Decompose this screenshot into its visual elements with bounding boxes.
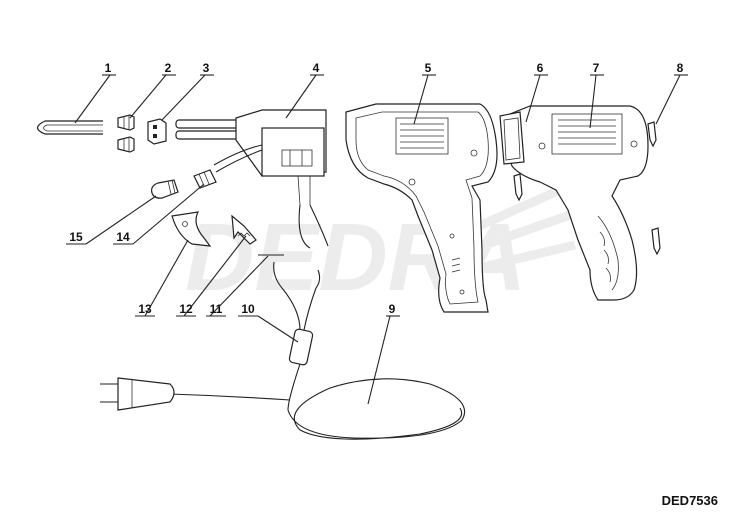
wire-lead-part bbox=[258, 254, 321, 289]
housing-right-part bbox=[499, 105, 649, 301]
label-6: 6 bbox=[537, 61, 544, 75]
label-12: 12 bbox=[179, 302, 193, 316]
label-14: 14 bbox=[116, 230, 130, 244]
label-2: 2 bbox=[165, 61, 172, 75]
screws-part bbox=[513, 121, 661, 256]
tip-clamp-part bbox=[147, 118, 167, 145]
label-4: 4 bbox=[313, 61, 320, 75]
label-7: 7 bbox=[593, 61, 600, 75]
power-cord-part bbox=[100, 287, 466, 440]
label-1: 1 bbox=[105, 61, 112, 75]
label-8: 8 bbox=[677, 61, 684, 75]
label-5: 5 bbox=[425, 61, 432, 75]
transformer-part bbox=[175, 109, 329, 249]
tip-part bbox=[36, 120, 103, 135]
switch-spring-part bbox=[231, 214, 257, 245]
watermark: DEDRA bbox=[185, 185, 577, 311]
lamp-part bbox=[151, 179, 179, 199]
label-3: 3 bbox=[203, 61, 210, 75]
model-code: DED7536 bbox=[662, 493, 718, 508]
lamp-holder-part bbox=[193, 169, 217, 189]
housing-left-part bbox=[345, 103, 498, 313]
trigger-part bbox=[171, 211, 212, 247]
tip-nuts-part bbox=[117, 114, 135, 153]
label-13: 13 bbox=[138, 302, 152, 316]
callouts: 1 2 3 4 5 6 7 8 9 10 bbox=[66, 61, 688, 405]
label-15: 15 bbox=[69, 230, 83, 244]
label-9: 9 bbox=[389, 302, 396, 316]
label-10: 10 bbox=[241, 302, 255, 316]
